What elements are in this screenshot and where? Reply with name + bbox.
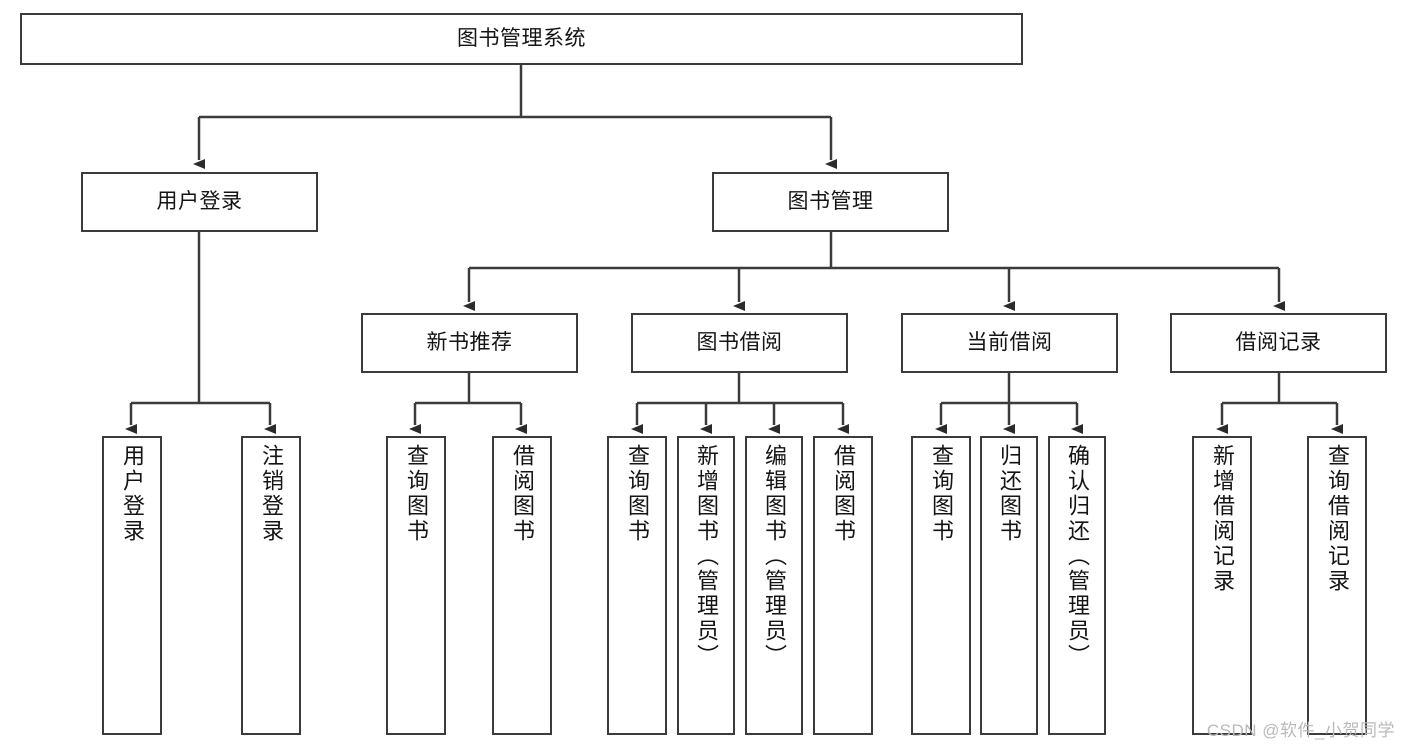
node-label: 归还图书 [997,444,1022,544]
node-label: 查询借阅记录 [1325,444,1350,594]
node-label: 借阅记录 [1235,330,1322,354]
node-book-management[interactable]: 图书管理 [712,172,949,232]
node-label: 新增借阅记录 [1210,444,1235,594]
node-leaf-confirm-return-admin[interactable]: 确认归还（管理员） [1048,436,1106,735]
node-root-system[interactable]: 图书管理系统 [20,13,1023,65]
node-book-borrow[interactable]: 图书借阅 [631,313,848,373]
node-label: 用户登录 [120,444,145,544]
node-label: 注销登录 [259,444,284,544]
node-label: 确认归还（管理员） [1065,444,1090,669]
node-label: 借阅图书 [831,444,856,544]
node-user-login[interactable]: 用户登录 [81,172,318,232]
node-leaf-return-book[interactable]: 归还图书 [980,436,1038,735]
node-label: 查询图书 [404,444,429,544]
watermark-text: CSDN @软件_小贺同学 [1206,721,1395,740]
node-label: 图书借阅 [696,330,783,354]
node-leaf-query-borrow-record[interactable]: 查询借阅记录 [1307,436,1367,735]
node-label: 新书推荐 [426,330,513,354]
node-leaf-logout[interactable]: 注销登录 [241,436,301,735]
node-leaf-borrow-book-newbook[interactable]: 借阅图书 [492,436,552,735]
node-leaf-add-book-admin[interactable]: 新增图书（管理员） [677,436,735,735]
node-leaf-edit-book-admin[interactable]: 编辑图书（管理员） [745,436,803,735]
node-label: 当前借阅 [966,330,1053,354]
node-current-borrow[interactable]: 当前借阅 [901,313,1118,373]
node-label: 用户登录 [156,189,243,213]
node-borrow-record[interactable]: 借阅记录 [1170,313,1387,373]
node-label: 图书管理系统 [457,26,586,50]
node-label: 查询图书 [625,444,650,544]
node-new-book-recommend[interactable]: 新书推荐 [361,313,578,373]
node-leaf-query-book-current[interactable]: 查询图书 [911,436,971,735]
node-leaf-query-book-newbook[interactable]: 查询图书 [386,436,446,735]
node-label: 查询图书 [929,444,954,544]
node-leaf-query-book-borrow[interactable]: 查询图书 [607,436,667,735]
node-leaf-add-borrow-record[interactable]: 新增借阅记录 [1192,436,1252,735]
node-leaf-user-login[interactable]: 用户登录 [102,436,162,735]
node-label: 图书管理 [787,189,874,213]
node-label: 新增图书（管理员） [694,444,719,669]
node-label: 借阅图书 [510,444,535,544]
node-leaf-borrow-book[interactable]: 借阅图书 [813,436,873,735]
node-label: 编辑图书（管理员） [762,444,787,669]
